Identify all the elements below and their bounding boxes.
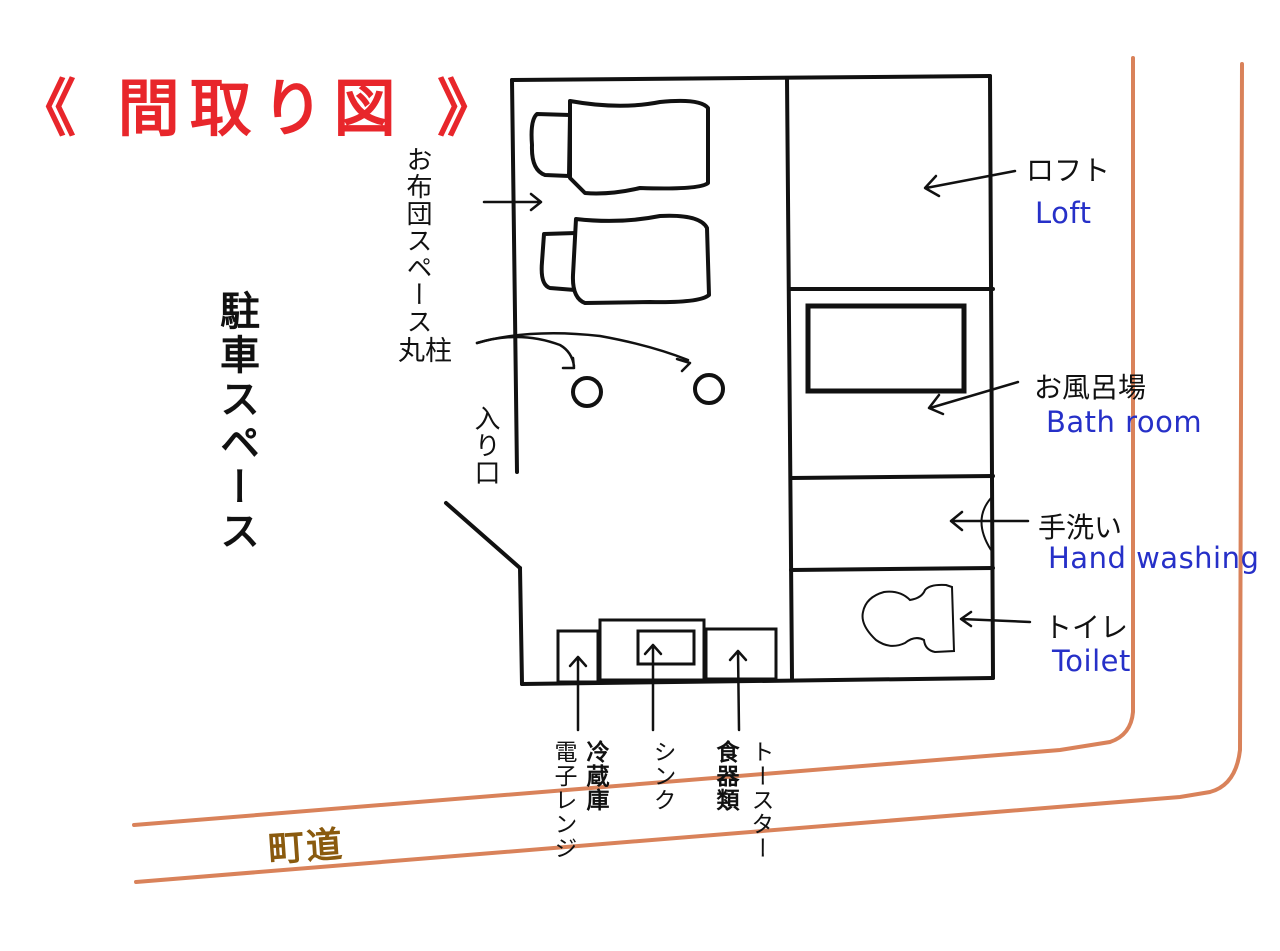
road-label: 町道 [266,824,346,871]
sink-label: シンク [649,740,675,812]
dishes-label: 食器類 [712,740,738,812]
futon-2-pillow [539,231,578,292]
arrows [475,169,1032,732]
futon-icons [529,98,711,305]
pillars-label: 丸柱 [398,336,452,367]
toilet-label-jp: トイレ [1044,611,1129,644]
futon-space-label: お布団スペース [402,146,432,335]
pillar-1 [571,376,603,408]
kitchen-appliances [556,618,778,684]
loft-label-en: Loft [1035,196,1092,230]
road-outer-edge [134,62,1244,884]
bath-label-jp: お風呂場 [1034,371,1147,404]
futon-1-pillow [529,112,572,178]
page-title: 《 間取り図 》 [14,72,510,145]
toaster-label: トースター [747,740,773,860]
sink-basin [636,629,696,666]
fridge-label: 冷蔵庫 [582,740,608,812]
futon-2-body [570,213,711,305]
futon-1-body [568,98,710,196]
road-inner-edge [132,56,1135,827]
loft-label-jp: ロフト [1026,154,1111,187]
handwash-label-jp: 手洗い [1038,511,1123,544]
pillar-2 [693,373,725,405]
handwash-label-en: Hand washing [1048,541,1260,575]
entrance-label: 入り口 [470,405,500,486]
toilet-icon [861,583,956,654]
wash-basin-icon [980,497,992,551]
parking-space-label: 駐車スペース [213,290,259,554]
toilet-label-en: Toilet [1052,644,1131,678]
toaster-dishes-box [704,627,778,681]
round-pillars [571,373,725,408]
bath-label-en: Bath room [1046,405,1203,439]
entrance-door [444,501,522,570]
microwave-label: 電子レンジ [550,740,576,860]
bathtub-icon [805,303,967,394]
walls [444,74,995,686]
road-lines [132,56,1244,884]
